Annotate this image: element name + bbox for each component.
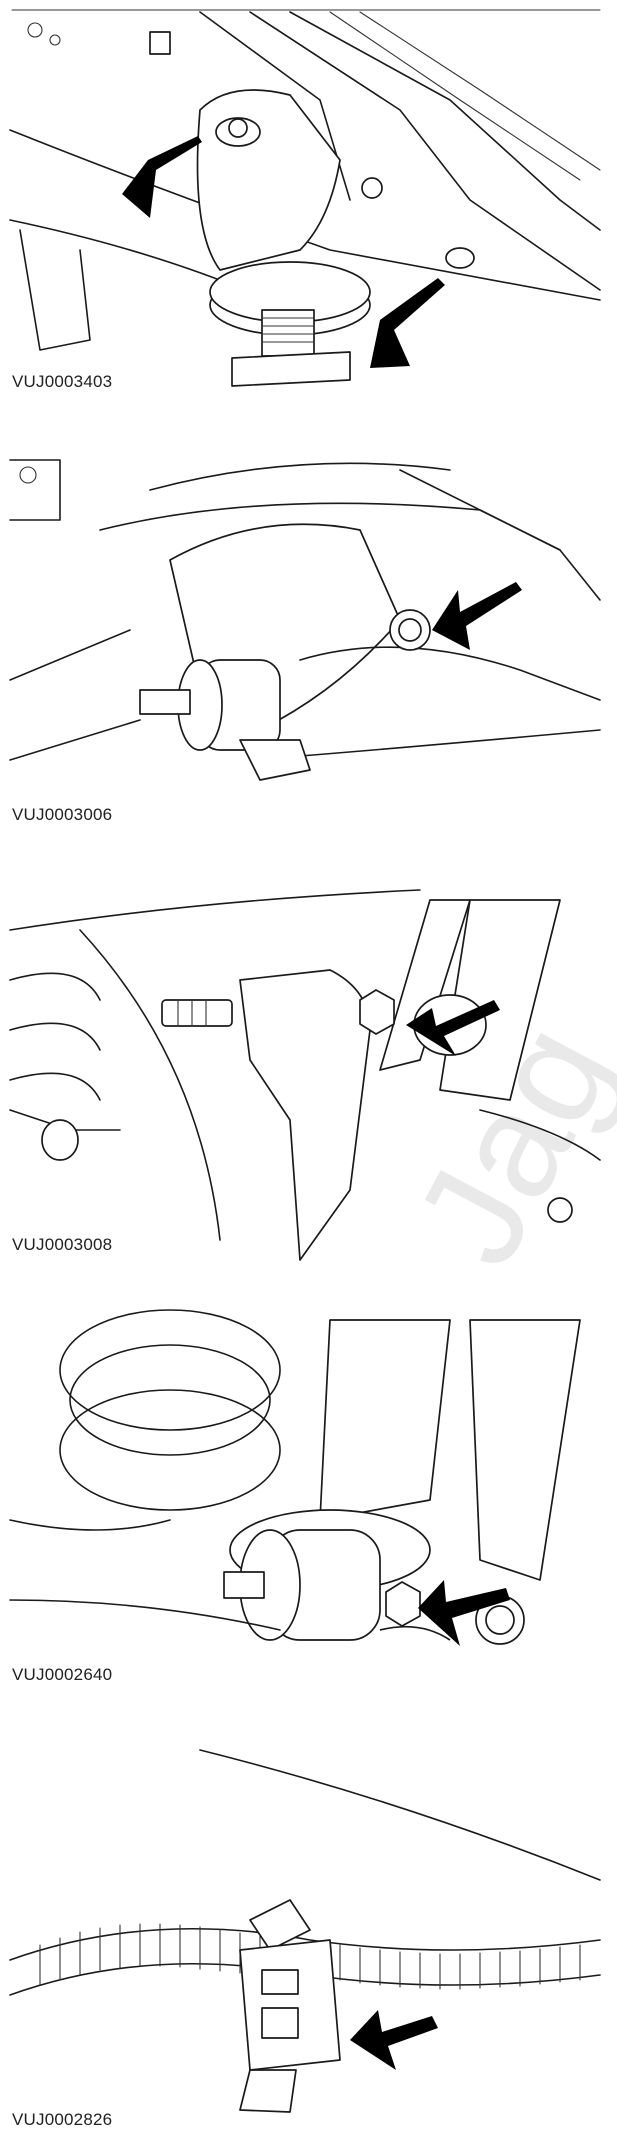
figure-2-ref: VUJ0003006 [12, 805, 113, 824]
figure-5-drawing [9, 1749, 601, 2113]
figure-1: VUJ0003403 [0, 0, 617, 400]
figure-5: VUJ0002826 [0, 1740, 617, 2143]
figure-2-drawing [9, 459, 601, 781]
figure-4-drawing [9, 1309, 581, 1646]
figure-1-drawing [9, 9, 601, 387]
figure-3: VUJ0003008 [0, 860, 617, 1280]
figure-3-drawing [9, 889, 601, 1261]
figure-3-ref: VUJ0003008 [12, 1235, 113, 1254]
figure-4: VUJ0002640 [0, 1300, 617, 1700]
figure-1-ref: VUJ0003403 [12, 372, 113, 391]
figure-5-ref: VUJ0002826 [12, 2110, 113, 2129]
figure-4-ref: VUJ0002640 [12, 1665, 113, 1684]
figure-2: VUJ0003006 [0, 430, 617, 830]
